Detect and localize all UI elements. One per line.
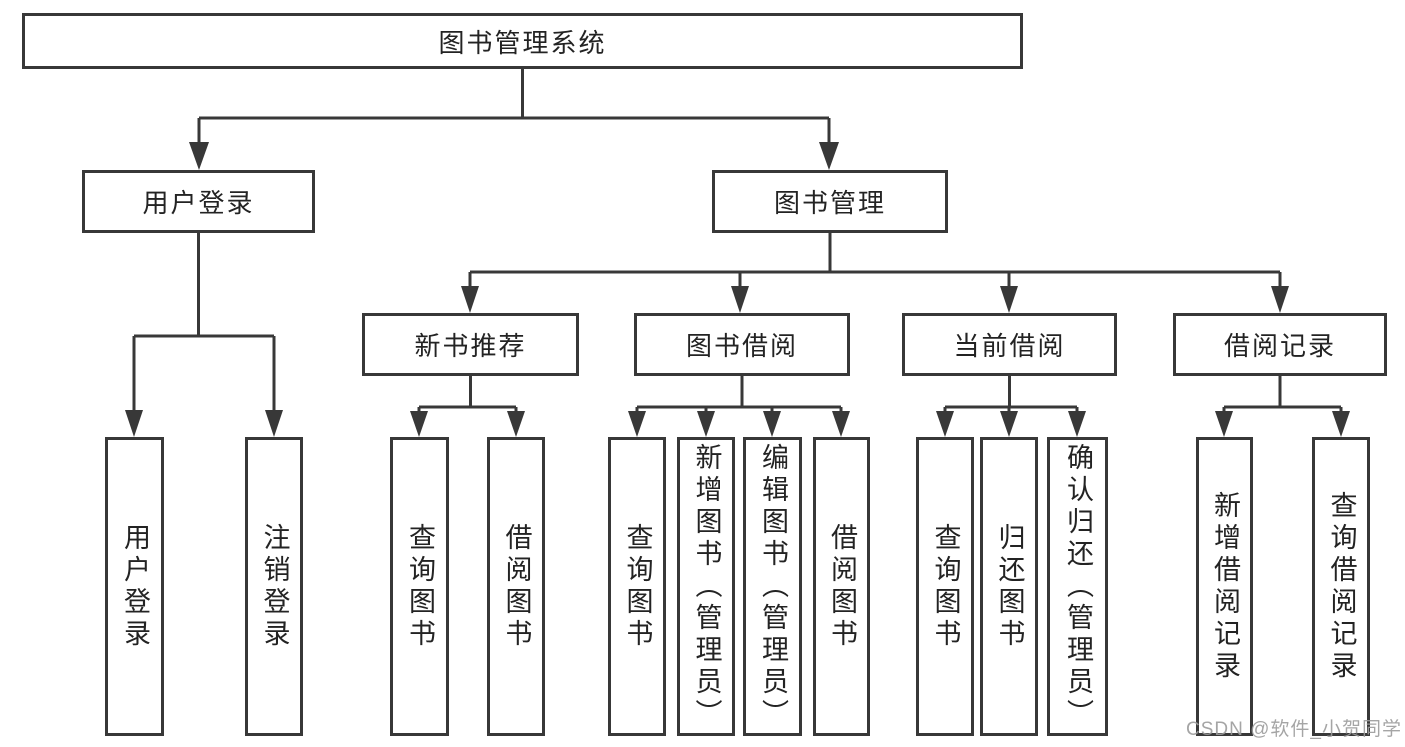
arrowhead [819, 142, 839, 170]
arrowhead [1000, 411, 1018, 437]
leaf-label: 借阅图书 [827, 522, 857, 651]
arrowhead [1068, 411, 1086, 437]
leaf-query-books-borrow: 查询图书 [608, 437, 666, 736]
connector-borrow-records [1222, 376, 1343, 412]
node-new-book-recommend: 新书推荐 [362, 313, 579, 376]
arrowhead [936, 411, 954, 437]
arrowhead [628, 411, 646, 437]
connector-new-book [417, 376, 518, 412]
arrowhead [697, 411, 715, 437]
arrowhead [189, 142, 209, 170]
arrowhead [265, 410, 283, 437]
leaf-label: 借阅图书 [501, 522, 532, 651]
leaf-borrow-books-borrow: 借阅图书 [813, 437, 870, 736]
leaf-label: 新增图书（管理员） [691, 442, 722, 731]
arrowhead [832, 411, 850, 437]
arrowhead [125, 410, 143, 437]
leaf-add-book-admin: 新增图书（管理员） [677, 437, 735, 736]
leaf-borrow-books-newbook: 借阅图书 [487, 437, 545, 736]
node-book-management: 图书管理 [712, 170, 948, 233]
leaf-label: 查询图书 [930, 522, 961, 651]
leaf-add-borrow-record: 新增借阅记录 [1196, 437, 1253, 736]
leaf-confirm-return-admin: 确认归还（管理员） [1047, 437, 1108, 736]
leaf-label: 注销登录 [259, 522, 290, 651]
leaf-logout: 注销登录 [245, 437, 303, 736]
leaf-query-borrow-record: 查询借阅记录 [1312, 437, 1370, 736]
node-current-borrow: 当前借阅 [902, 313, 1117, 376]
leaf-user-login: 用户登录 [105, 437, 164, 736]
arrowhead [410, 411, 428, 437]
leaf-label: 查询图书 [622, 522, 653, 651]
watermark: CSDN @软件_小贺同学 [1186, 719, 1402, 740]
arrowhead [1332, 411, 1350, 437]
connector-current-borrow [943, 376, 1079, 412]
arrowhead [1215, 411, 1233, 437]
leaf-return-books: 归还图书 [980, 437, 1038, 736]
leaf-label: 确认归还（管理员） [1063, 442, 1093, 731]
arrowhead [763, 411, 781, 437]
leaf-label: 查询借阅记录 [1326, 490, 1357, 683]
leaf-query-books-newbook: 查询图书 [390, 437, 449, 736]
connector-book-borrow [635, 376, 843, 412]
node-book-borrow: 图书借阅 [634, 313, 850, 376]
arrowhead [461, 286, 479, 313]
arrowhead [1271, 286, 1289, 313]
connector-root [197, 69, 831, 145]
leaf-label: 编辑图书（管理员） [758, 442, 788, 731]
leaf-label: 用户登录 [120, 522, 150, 651]
arrowhead [1000, 286, 1018, 313]
leaf-edit-book-admin: 编辑图书（管理员） [743, 437, 802, 736]
connector-user-login [132, 233, 276, 412]
arrowhead [731, 286, 749, 313]
node-user-login: 用户登录 [82, 170, 315, 233]
leaf-label: 查询图书 [405, 522, 435, 651]
arrowhead [507, 411, 525, 437]
leaf-label: 新增借阅记录 [1210, 490, 1240, 683]
node-borrow-records: 借阅记录 [1173, 313, 1387, 376]
arrowheads [125, 142, 1350, 437]
connector-book-mgmt [468, 233, 1282, 288]
leaf-label: 归还图书 [994, 522, 1025, 651]
node-root: 图书管理系统 [22, 13, 1023, 69]
leaf-query-books-current: 查询图书 [916, 437, 974, 736]
